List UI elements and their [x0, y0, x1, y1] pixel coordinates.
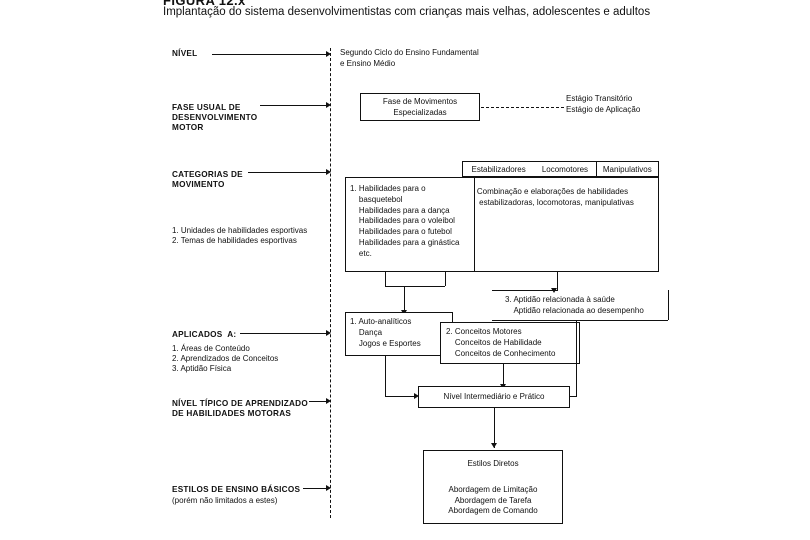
connector-mid-join [385, 286, 445, 287]
label-nivel-tipico: NÍVEL TÍPICO DE APRENDIZADO DE HABILIDAD… [172, 399, 308, 418]
figure-number: FIGURA 12.x [163, 0, 246, 8]
connector-combinacao-right-down [557, 272, 558, 290]
box-auto-analiticos-text: 1. Auto-analíticos Dança Jogos e Esporte… [350, 317, 421, 348]
node-estagio: Estágio Transitório Estágio de Aplicação [566, 94, 641, 114]
connector-habilidades-down [385, 272, 386, 286]
box-categorias-header: Estabilizadores Locomotores Manipulativo… [462, 161, 659, 177]
connector-aptidao-down [576, 320, 577, 396]
connector-fase [260, 105, 326, 106]
cat-cell-estabilizadores: Estabilizadores [471, 164, 526, 174]
connector-auto-down [385, 356, 386, 396]
connector-fase-to-estagio [481, 107, 564, 108]
label-categorias-list: 1. Unidades de habilidades esportivas 2.… [172, 226, 308, 245]
box-estilos-diretos: Estilos Diretos Abordagem de Limitação A… [423, 450, 563, 524]
box-habilidades: 1. Habilidades para o basquetebol Habili… [345, 177, 475, 272]
arrowhead-estilos [326, 485, 331, 491]
arrowhead-nivel-tipico [326, 398, 331, 404]
box-nivel-intermediario: Nível Intermediário e Prático [418, 386, 570, 408]
connector-auto-to-nivel [385, 396, 417, 397]
connector-estilos [303, 488, 326, 489]
connector-mid-to-auto [404, 286, 405, 312]
figure-title: Implantação do sistema desenvolvimentist… [163, 6, 651, 18]
connector-categorias [248, 172, 326, 173]
label-fase-usual: FASE USUAL DE DESENVOLVIMENTO MOTOR [172, 103, 258, 132]
aptidao-right-edge [668, 290, 669, 320]
box-habilidades-text: 1. Habilidades para o basquetebol Habili… [350, 184, 460, 258]
arrowhead-aptidao [551, 288, 557, 293]
label-estilos-sub: (porém não limitados a estes) [172, 496, 278, 505]
connector-nivel-tipico [309, 401, 326, 402]
box-combinacao-text: 2. Combinação e elaborações de habilidad… [468, 187, 634, 207]
connector-combinacao-down [445, 272, 446, 286]
cat-cell-manipulativos: Manipulativos [595, 162, 658, 176]
arrowhead-nivel [326, 51, 331, 57]
aptidao-underline [492, 320, 668, 321]
box-combinacao: 2. Combinação e elaborações de habilidad… [462, 177, 659, 272]
arrowhead-fase [326, 102, 331, 108]
column-divider-dashed [330, 48, 331, 518]
box-fase-movimentos-text: Fase de Movimentos Especializadas [382, 97, 458, 117]
label-estilos: ESTILOS DE ENSINO BÁSICOS [172, 485, 301, 494]
arrowhead-nivel-to-estilos [491, 443, 497, 448]
box-conceitos-text: 2. Conceitos Motores Conceitos de Habili… [446, 327, 556, 358]
connector-nivel [212, 54, 326, 55]
box-estilos-diretos-list: Abordagem de Limitação Abordagem de Tare… [448, 484, 538, 516]
connector-aplicados [240, 333, 326, 334]
box-nivel-intermediario-text: Nível Intermediário e Prático [443, 392, 545, 401]
connector-conceitos-down [503, 364, 504, 386]
box-fase-movimentos: Fase de Movimentos Especializadas [360, 93, 480, 121]
arrowhead-aplicados [326, 330, 331, 336]
box-estilos-diretos-title: Estilos Diretos [467, 459, 519, 468]
box-auto-analiticos: 1. Auto-analíticos Dança Jogos e Esporte… [345, 312, 453, 356]
label-categorias: CATEGORIAS DE MOVIMENTO [172, 170, 243, 189]
arrowhead-categorias [326, 169, 331, 175]
label-aplicados: APLICADOS A: [172, 330, 237, 339]
connector-aptidao-bar [492, 290, 558, 291]
node-aptidao: 3. Aptidão relacionada à saúde Aptidão r… [505, 295, 644, 315]
label-aplicados-list: 1. Áreas de Conteúdo 2. Aprendizados de … [172, 344, 279, 373]
box-conceitos: 2. Conceitos Motores Conceitos de Habili… [440, 322, 580, 364]
cat-cell-locomotores: Locomotores [541, 164, 589, 174]
node-segundo-ciclo: Segundo Ciclo do Ensino Fundamental e En… [340, 48, 479, 68]
connector-nivel-to-estilos [494, 408, 495, 448]
label-nivel: NÍVEL [172, 49, 198, 58]
